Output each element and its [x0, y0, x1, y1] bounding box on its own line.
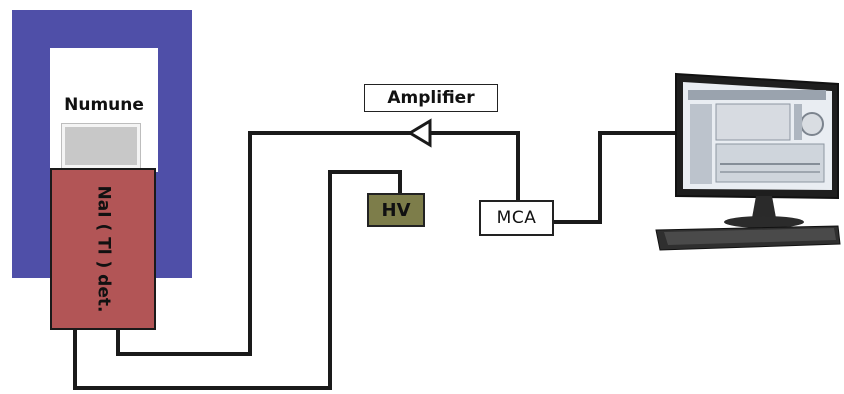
hv-supply-box: HV — [367, 193, 425, 227]
sample-holder — [61, 123, 141, 169]
mca-to-pc-cable — [554, 131, 680, 224]
nai-detector — [50, 168, 156, 330]
amp-to-mca-cable — [430, 131, 520, 200]
mca-box: MCA — [479, 200, 554, 236]
hv-cable — [73, 170, 402, 390]
amplifier-triangle-icon — [407, 118, 432, 148]
amplifier-label: Amplifier — [364, 84, 498, 112]
signal-cable — [116, 131, 412, 356]
sample-label: Numune — [64, 95, 144, 115]
